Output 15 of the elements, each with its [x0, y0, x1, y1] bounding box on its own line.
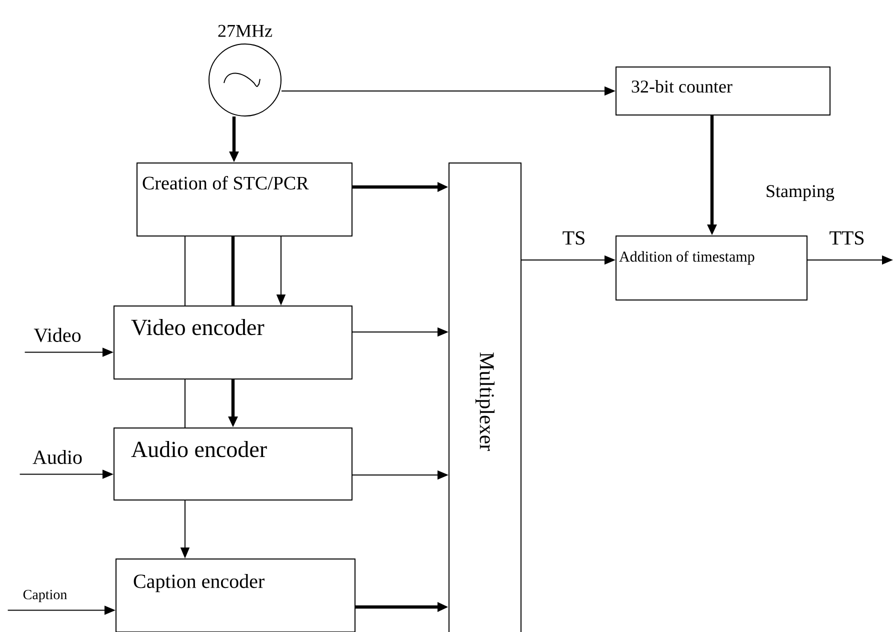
oscillator-circle: [208, 44, 282, 116]
multiplexer-box: Multiplexer: [448, 162, 522, 632]
process-box: Creation of STC/PCR: [136, 162, 352, 236]
encoder-box: Video encoder: [114, 306, 352, 380]
edge-label: TS: [561, 230, 587, 246]
frequency-label: 27MHz: [218, 24, 272, 37]
input-label: Audio: [32, 450, 82, 464]
edge-label: TTS: [828, 230, 866, 246]
input-label: Caption: [23, 590, 67, 602]
input-label: Video: [34, 328, 81, 342]
process-box: Addition of timestamp: [616, 236, 808, 300]
encoder-box: Audio encoder: [114, 428, 352, 500]
encoder-box: Caption encoder: [116, 558, 356, 632]
edge-label: Stamping: [764, 184, 836, 202]
counter-box: 32-bit counter: [616, 66, 830, 116]
